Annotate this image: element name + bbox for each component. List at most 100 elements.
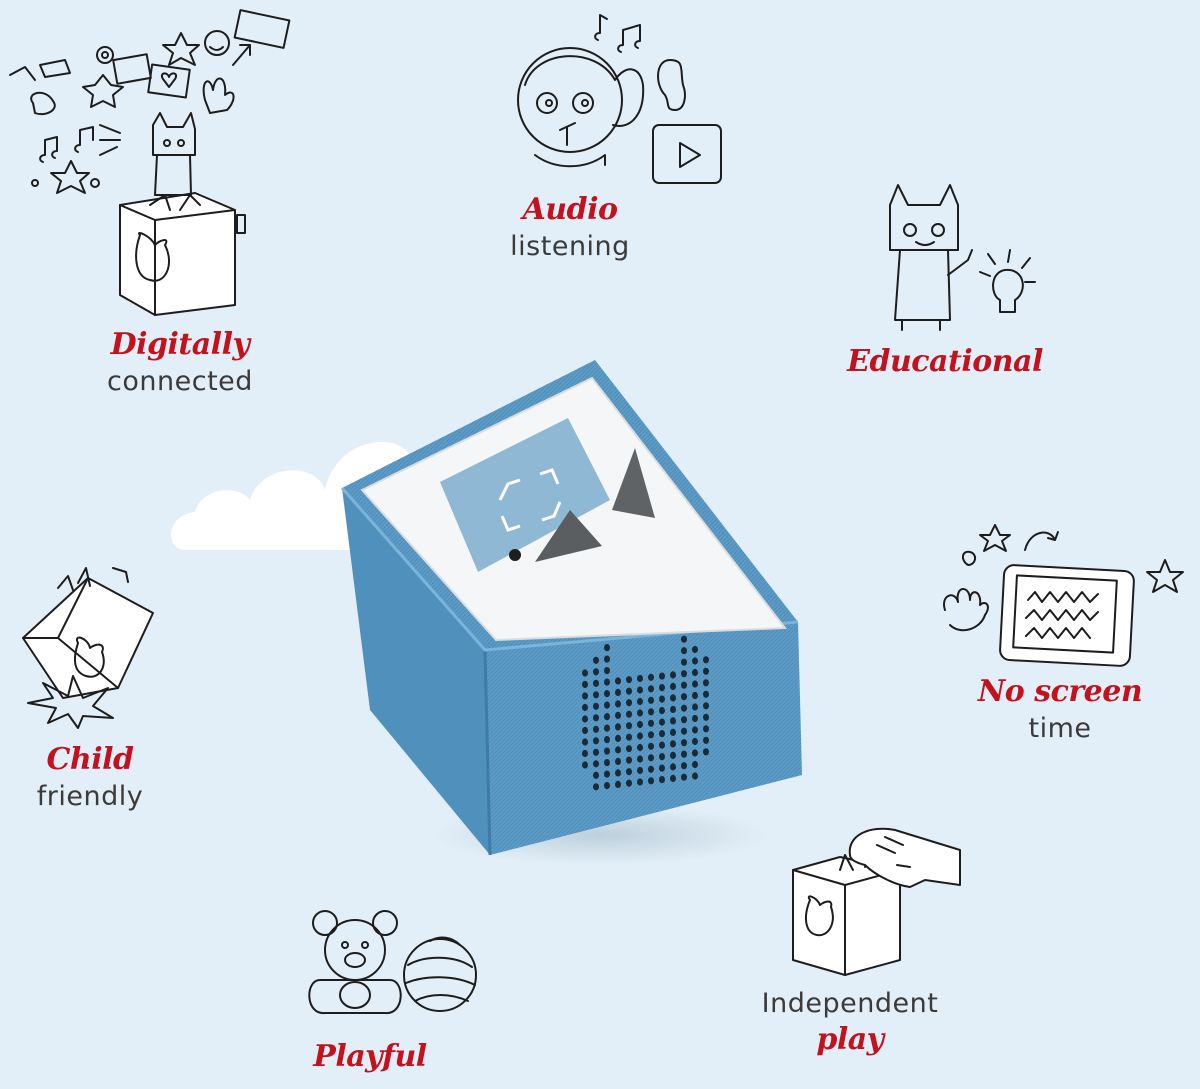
feature-digitally-connected: Digitally connected (60, 327, 300, 397)
speaker-grill-hole (648, 708, 654, 716)
speaker-grill-hole (582, 703, 588, 712)
speaker-grill-hole (637, 697, 643, 706)
speaker-grill-hole (692, 680, 698, 688)
speaker-grill-hole (659, 776, 665, 784)
speaker-grill-hole (626, 745, 632, 753)
speaker-grill-hole (681, 704, 687, 712)
speaker-grill-hole (703, 748, 709, 756)
speaker-grill-hole (692, 714, 698, 723)
speaker-grill-hole (670, 682, 676, 690)
speaker-grill-hole (692, 749, 698, 757)
speaker-grill-hole (593, 725, 599, 733)
digitally-connected-doodle (9, 9, 291, 316)
speaker-grill-hole (681, 750, 687, 758)
speaker-grill-hole (626, 676, 632, 684)
feature-independent-play: Independent play (740, 990, 960, 1055)
speaker-grill-hole (637, 766, 643, 775)
speaker-grill-hole (593, 737, 599, 745)
speaker-grill-hole (692, 772, 698, 780)
speaker-grill-hole (637, 720, 643, 729)
speaker-grill-hole (681, 762, 687, 770)
speaker-grill-hole (615, 746, 621, 754)
feature-accent-label: play (816, 1022, 884, 1057)
speaker-grill-hole (604, 644, 610, 652)
speaker-grill-hole (604, 655, 610, 663)
speaker-grill-hole (615, 769, 621, 777)
feature-playful: Playful (285, 1042, 455, 1072)
educational-doodle (889, 184, 1036, 331)
speaker-grill-hole (593, 656, 599, 664)
feature-no-screen-time: No screen time (960, 677, 1160, 744)
speaker-grill-hole (626, 733, 632, 741)
speaker-grill-hole (670, 728, 676, 736)
speaker-grill-hole (637, 674, 643, 683)
speaker-grill-hole (692, 703, 698, 711)
speaker-grill-hole (582, 669, 588, 677)
speaker-grill-hole (582, 749, 588, 758)
speaker-grill-hole (626, 699, 632, 707)
speaker-grill-hole (593, 679, 599, 687)
feature-text-label: listening (510, 231, 630, 262)
speaker-grill-hole (681, 773, 687, 781)
speaker-grill-hole (604, 678, 610, 686)
speaker-grill-hole (648, 765, 654, 773)
speaker-grill-hole (637, 778, 643, 786)
speaker-grill-hole (659, 695, 665, 703)
speaker-grill-hole (604, 713, 610, 721)
speaker-grill-hole (681, 658, 687, 666)
speaker-grill-hole (681, 739, 687, 747)
speaker-grill-hole (692, 668, 698, 677)
speaker-grill-hole (604, 667, 610, 675)
speaker-grill-hole (681, 716, 687, 724)
speaker-grill-hole (604, 736, 610, 744)
speaker-grill-hole (692, 657, 698, 665)
speaker-grill-hole (670, 717, 676, 725)
speaker-grill-hole (703, 690, 709, 698)
child-friendly-doodle (22, 567, 154, 729)
speaker-grill-hole (604, 724, 610, 732)
speaker-grill-hole (626, 756, 632, 764)
speaker-grill-hole (692, 691, 698, 700)
speaker-grill-hole (681, 635, 687, 643)
speaker-grill-hole (703, 713, 709, 721)
speaker-grill-hole (604, 701, 610, 709)
speaker-grill-hole (615, 780, 621, 788)
speaker-grill-hole (626, 768, 632, 776)
speaker-grill-hole (604, 747, 610, 755)
feature-child-friendly: Child friendly (10, 742, 170, 812)
feature-text-label: friendly (36, 781, 144, 812)
speaker-grill-hole (659, 741, 665, 749)
speaker-grill-hole (604, 759, 610, 767)
speaker-grill-hole (637, 686, 643, 694)
speaker-grill-hole (659, 672, 665, 680)
speaker-grill-hole (670, 705, 676, 713)
speaker-grill-hole (648, 719, 654, 727)
speaker-grill-hole (692, 737, 698, 746)
feature-accent-label: Educational (847, 344, 1043, 379)
feature-accent-label: Playful (313, 1039, 427, 1074)
speaker-grill-hole (626, 687, 632, 695)
speaker-grill-hole (615, 700, 621, 708)
feature-accent-label: Digitally (110, 327, 250, 362)
feature-text-label: time (1028, 713, 1092, 744)
speaker-grill-hole (637, 743, 643, 752)
speaker-grill-hole (615, 677, 621, 685)
speaker-grill-hole (582, 726, 588, 735)
feature-educational: Educational (830, 347, 1060, 377)
speaker-grill-hole (593, 783, 599, 791)
speaker-grill-hole (637, 755, 643, 763)
speaker-grill-hole (670, 751, 676, 759)
feature-accent-label: Audio (522, 192, 618, 227)
speaker-grill-hole (703, 725, 709, 733)
feature-accent-label: Child (46, 742, 134, 777)
speaker-grill-hole (593, 691, 599, 699)
speaker-grill-hole (615, 757, 621, 765)
speaker-grill-hole (615, 711, 621, 719)
feature-text-label: connected (107, 366, 253, 397)
no-screen-doodle (943, 524, 1184, 667)
speaker-grill-hole (692, 760, 698, 769)
audio-listening-doodle (517, 14, 722, 184)
speaker-grill-hole (703, 667, 709, 675)
speaker-grill-hole (626, 779, 632, 787)
